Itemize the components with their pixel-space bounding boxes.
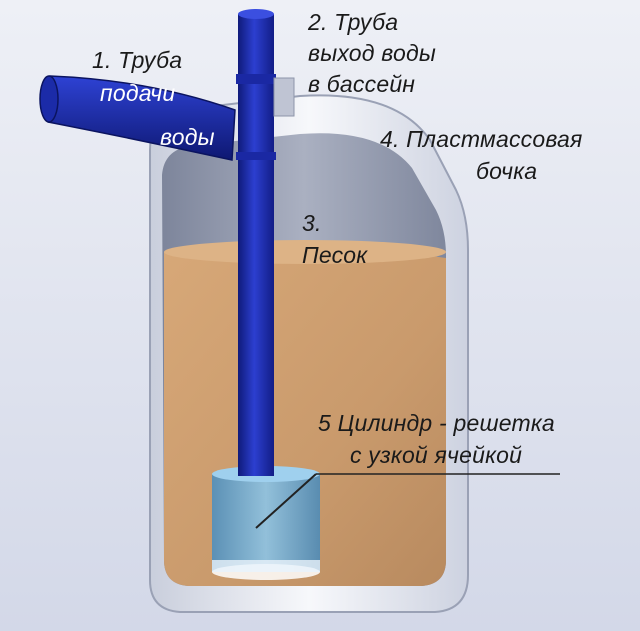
inlet-pipe-mouth — [39, 75, 59, 123]
label-barrel-line2: бочка — [476, 158, 538, 184]
sand-surface — [164, 240, 446, 264]
cylinder-callout-line — [255, 473, 317, 529]
pipe-collar-lower — [236, 152, 276, 160]
outlet-pipe — [238, 14, 274, 476]
pipe-collar-upper — [236, 74, 276, 84]
label-sand-line1: 3. — [302, 210, 322, 236]
label-inlet-pipe-line2: подачи — [100, 80, 176, 106]
label-inlet-pipe-line1: 1. Труба — [92, 47, 183, 73]
cylinder-mesh — [212, 474, 320, 572]
lid-fitting — [273, 77, 295, 117]
cylinder-base — [212, 560, 320, 572]
label-outlet-pipe-line3: в бассейн — [308, 71, 416, 97]
label-cylinder-line1: 5 Цилиндр - решетка — [318, 410, 555, 436]
outlet-pipe-top — [238, 9, 274, 19]
label-cylinder-line2: с узкой ячейкой — [350, 442, 523, 468]
label-inlet-pipe-line3: воды — [160, 124, 215, 150]
label-outlet-pipe-line1: 2. Труба — [308, 9, 399, 35]
label-barrel-line1: 4. Пластмассовая — [380, 126, 583, 152]
label-outlet-pipe-line2: выход воды — [308, 40, 436, 66]
label-sand-line2: Песок — [302, 242, 368, 268]
